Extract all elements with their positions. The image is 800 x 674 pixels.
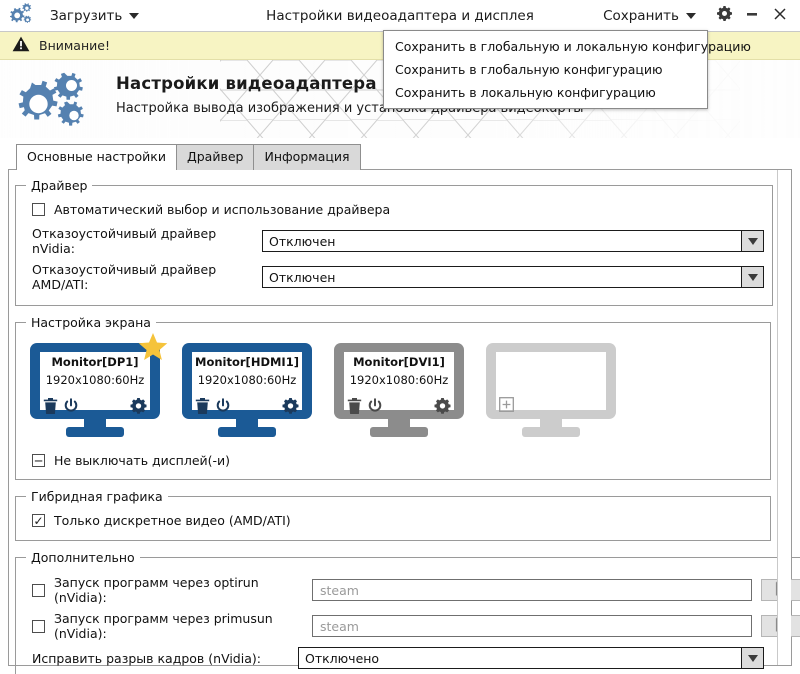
monitor-name: Monitor[HDMI1] <box>195 355 299 369</box>
primary-star-icon <box>138 332 168 365</box>
nvidia-fallback-label: Отказоустойчивый драйвер nVidia: <box>32 226 217 256</box>
monitor-mode: 1920x1080:60Hz <box>197 373 297 387</box>
additional-legend: Дополнительно <box>31 550 135 565</box>
keep-display-on-checkbox[interactable]: ─ <box>32 454 45 467</box>
save-menu-button[interactable]: Сохранить <box>597 3 702 29</box>
monitor-shape <box>486 343 616 437</box>
trash-icon[interactable] <box>195 397 210 418</box>
app-logo <box>0 0 44 32</box>
chevron-down-icon[interactable] <box>741 648 763 668</box>
tab-driver[interactable]: Драйвер <box>175 144 255 170</box>
screen-setup-legend: Настройка экрана <box>31 315 151 330</box>
gear-icon <box>716 5 733 26</box>
menu-item-save-global-and-local[interactable]: Сохранить в глобальную и локальную конфи… <box>395 39 751 54</box>
title-bar: Загрузить Настройки видеоадаптера и дисп… <box>0 0 800 32</box>
menu-item-save-local[interactable]: Сохранить в локальную конфигурацию <box>395 85 656 100</box>
close-icon <box>772 6 788 26</box>
additional-group: Дополнительно Запуск программ через opti… <box>15 550 800 674</box>
optirun-checkbox[interactable] <box>32 583 45 597</box>
gear-icon[interactable] <box>434 397 451 418</box>
gear-icon[interactable] <box>282 397 299 418</box>
optirun-label: Запуск программ через optirun (nVidia): <box>54 575 259 605</box>
vsync-value: Отключено <box>305 650 380 666</box>
primusrun-input[interactable]: steam <box>312 615 752 637</box>
primusrun-checkbox[interactable] <box>32 619 45 633</box>
monitor-name: Monitor[DVI1] <box>353 355 445 369</box>
monitor-mode: 1920x1080:60Hz <box>45 373 145 387</box>
tab-content-panel: Драйвер Автоматический выбор и использов… <box>8 169 800 674</box>
auto-driver-checkbox[interactable] <box>32 203 45 216</box>
tab-label: Информация <box>264 149 350 164</box>
monitor-shape <box>182 343 312 437</box>
power-icon[interactable] <box>367 397 383 418</box>
primusrun-label: Запуск программ через primusun (nVidia): <box>54 611 273 641</box>
driver-group: Драйвер Автоматический выбор и использов… <box>15 178 773 306</box>
warning-text: Внимание! <box>39 38 110 53</box>
save-menu-label: Сохранить <box>603 7 679 24</box>
warning-triangle-icon <box>12 36 30 56</box>
keep-display-on-label: Не выключать дисплей(-и) <box>54 453 231 468</box>
settings-button[interactable] <box>710 2 738 30</box>
amd-fallback-combobox[interactable]: Отключен <box>262 266 764 288</box>
vsync-label: Исправить разрыв кадров (nVidia): <box>32 650 261 666</box>
chevron-down-icon <box>129 12 140 19</box>
chevron-down-icon <box>686 12 696 19</box>
nvidia-fallback-value: Отключен <box>269 233 336 249</box>
minimize-button[interactable] <box>738 2 766 30</box>
banner-gears-icon <box>16 70 100 134</box>
screen-setup-group: Настройка экрана <box>15 315 771 480</box>
close-button[interactable] <box>766 2 794 30</box>
nvidia-fallback-combobox[interactable]: Отключен <box>262 230 764 252</box>
monitor-mode: 1920x1080:60Hz <box>349 373 449 387</box>
load-menu-label: Загрузить <box>50 7 123 24</box>
hybrid-graphics-group: Гибридная графика ✓ Только дискретное ви… <box>15 489 771 541</box>
monitor-shape <box>334 343 464 437</box>
monitor-card-hdmi1[interactable]: Monitor[HDMI1] 1920x1080:60Hz <box>180 341 314 443</box>
power-icon[interactable] <box>215 397 231 418</box>
gears-icon <box>9 2 34 29</box>
trash-icon[interactable] <box>347 397 362 418</box>
amd-fallback-label: Отказоустойчивый драйвер AMD/ATI: <box>32 262 217 292</box>
power-icon[interactable] <box>63 397 79 418</box>
monitor-card-add-slot[interactable] <box>484 341 618 443</box>
auto-driver-label: Автоматический выбор и использование дра… <box>54 202 391 217</box>
monitor-card-dp1[interactable]: Monitor[DP1] 1920x1080:60Hz <box>28 333 168 443</box>
discrete-only-checkbox[interactable]: ✓ <box>32 513 45 528</box>
optirun-input[interactable]: steam <box>312 579 752 601</box>
amd-fallback-value: Отключен <box>269 269 336 285</box>
tab-information[interactable]: Информация <box>253 144 361 170</box>
load-menu-button[interactable]: Загрузить <box>44 3 145 29</box>
driver-group-legend: Драйвер <box>31 178 88 193</box>
chevron-down-icon[interactable] <box>741 231 763 251</box>
chevron-down-icon[interactable] <box>741 267 763 287</box>
tab-label: Драйвер <box>186 149 244 164</box>
plus-icon[interactable] <box>499 397 514 416</box>
gear-icon[interactable] <box>130 397 147 418</box>
monitor-shape <box>30 343 160 437</box>
minimize-icon <box>744 6 760 26</box>
monitor-name: Monitor[DP1] <box>51 355 139 369</box>
discrete-only-label: Только дискретное видео (AMD/ATI) <box>54 513 291 528</box>
save-dropdown-menu: Сохранить в глобальную и локальную конфи… <box>383 30 751 109</box>
monitor-list: Monitor[DP1] 1920x1080:60Hz <box>28 333 762 443</box>
tab-strip: Основные настройки Драйвер Информация <box>16 144 784 170</box>
monitor-card-dvi1[interactable]: Monitor[DVI1] 1920x1080:60Hz <box>332 341 466 443</box>
tab-label: Основные настройки <box>27 149 166 164</box>
vsync-combobox[interactable]: Отключено <box>298 647 764 669</box>
menu-item-save-global[interactable]: Сохранить в глобальную конфигурацию <box>395 62 663 77</box>
trash-icon[interactable] <box>43 397 58 418</box>
tab-main-settings[interactable]: Основные настройки <box>16 144 177 170</box>
hybrid-graphics-legend: Гибридная графика <box>31 489 163 504</box>
scroll-rail[interactable] <box>777 170 791 665</box>
